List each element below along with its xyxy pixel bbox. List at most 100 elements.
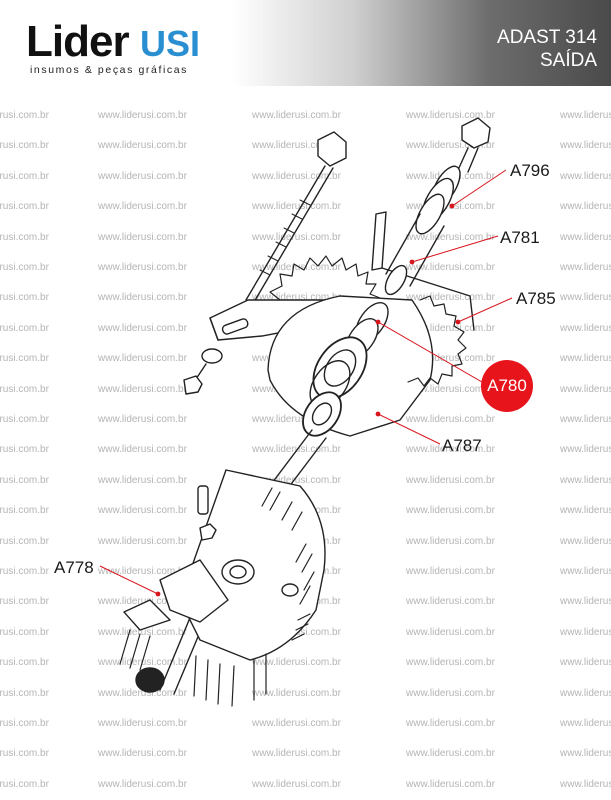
watermark-text: www.liderusi.com.br [0, 170, 49, 182]
watermark-text: www.liderusi.com.br [560, 140, 611, 152]
watermark-text: www.liderusi.com.br [98, 626, 187, 638]
watermark-text: www.liderusi.com.br [252, 170, 341, 182]
watermark-text: www.liderusi.com.br [406, 474, 495, 486]
watermark-text: www.liderusi.com.br [0, 778, 49, 790]
callout-a787: A787 [442, 436, 482, 455]
logo-tagline: insumos & peças gráficas [30, 64, 189, 76]
watermark-text: www.liderusi.com.br [406, 596, 495, 608]
logo-accent-text: USI [140, 23, 201, 64]
exploded-parts-diagram [99, 117, 513, 707]
watermark-text: www.liderusi.com.br [98, 778, 187, 790]
watermark-text: www.liderusi.com.br [0, 657, 49, 669]
callout-a778: A778 [54, 558, 94, 577]
watermark-text: www.liderusi.com.br [98, 687, 187, 699]
watermark-text: www.liderusi.com.br [0, 383, 49, 395]
watermark-text: www.liderusi.com.br [252, 262, 341, 273]
upper-bearing-assembly [384, 165, 461, 296]
outer-sprocket [407, 295, 467, 387]
watermark-text: www.liderusi.com.br [560, 505, 611, 517]
watermark-text: www.liderusi.com.br [252, 778, 341, 790]
logo-main-text: Lider [26, 17, 130, 66]
page-header: Lider USI insumos & peças gráficas ADAST… [0, 0, 611, 86]
watermark-text: www.liderusi.com.br [560, 383, 611, 395]
watermark-text: www.liderusi.com.br [560, 414, 611, 425]
watermark-text: www.liderusi.com.br [406, 687, 495, 699]
watermark-text: www.liderusi.com.br [560, 474, 611, 486]
watermark-text: www.liderusi.com.br [560, 292, 611, 304]
watermark-text: www.liderusi.com.br [406, 444, 495, 456]
watermark-text: www.liderusi.com.br [0, 292, 49, 304]
watermark-text: www.liderusi.com.br [0, 110, 49, 121]
watermark-text: www.liderusi.com.br [252, 292, 341, 304]
watermark-text: www.liderusi.com.br [0, 474, 49, 486]
watermark-text: www.liderusi.com.br [0, 444, 49, 456]
watermark-text: www.liderusi.com.br [98, 201, 187, 213]
watermark-text: www.liderusi.com.br [0, 201, 49, 213]
watermark-text: www.liderusi.com.br [98, 718, 187, 729]
watermark-text: www.liderusi.com.br [0, 687, 49, 699]
watermark-text: www.liderusi.com.br [98, 262, 187, 273]
watermark-text: www.liderusi.com.br [252, 201, 341, 213]
chain-guard [371, 211, 475, 331]
watermark-text: www.liderusi.com.br [98, 353, 187, 365]
watermark-text: www.liderusi.com.br [0, 322, 49, 334]
watermark-text: www.liderusi.com.br [252, 748, 341, 760]
watermark-text: www.liderusi.com.br [252, 110, 341, 121]
watermark-text: www.liderusi.com.br [98, 748, 187, 760]
liderusi-logo: Lider USI insumos & peças gráficas [26, 20, 226, 80]
watermark-text: www.liderusi.com.br [560, 110, 611, 121]
callout-a785: A785 [516, 289, 556, 308]
upper-bolt [457, 117, 491, 173]
watermark-text: www.liderusi.com.br [0, 262, 49, 273]
watermark-text: www.liderusi.com.br [0, 626, 49, 638]
watermark-text: www.liderusi.com.br [98, 322, 187, 334]
watermark-text: www.liderusi.com.br [0, 414, 49, 425]
watermark-text: www.liderusi.com.br [560, 444, 611, 456]
watermark-text: www.liderusi.com.br [560, 535, 611, 547]
watermark-text: www.liderusi.com.br [406, 748, 495, 760]
watermark-text: www.liderusi.com.br [98, 292, 187, 304]
watermark-text: www.liderusi.com.br [0, 566, 49, 577]
watermark-text: www.liderusi.com.br [252, 231, 341, 243]
watermark-text: www.liderusi.com.br [406, 322, 495, 334]
watermark-text: www.liderusi.com.br [0, 596, 49, 608]
watermark-text: www.liderusi.com.br [406, 566, 495, 577]
watermark-text: www.liderusi.com.br [98, 505, 187, 517]
watermark-text: www.liderusi.com.br [406, 414, 495, 425]
watermark-text: www.liderusi.com.br [98, 110, 187, 121]
watermark-text: www.liderusi.com.br [560, 322, 611, 334]
small-fasteners [197, 485, 299, 597]
watermark-text: www.liderusi.com.br [406, 353, 495, 365]
watermark-text: www.liderusi.com.br [406, 505, 495, 517]
watermark-text: www.liderusi.com.br [98, 566, 187, 577]
long-bolt [245, 131, 347, 303]
watermark-text: www.liderusi.com.br [0, 353, 49, 365]
watermark-text: www.liderusi.com.br [406, 778, 495, 790]
watermark-text: www.liderusi.com.br [0, 505, 49, 517]
watermark-text: www.liderusi.com.br [406, 110, 495, 121]
watermark-text: www.liderusi.com.br [560, 718, 611, 729]
watermark-text: www.liderusi.com.br [252, 687, 341, 699]
watermark-text: www.liderusi.com.br [0, 718, 49, 729]
watermark-text: www.liderusi.com.br [98, 444, 187, 456]
watermark-text: www.liderusi.com.br [252, 414, 341, 425]
watermark-text: www.liderusi.com.br [560, 778, 611, 790]
callout-a796: A796 [510, 161, 550, 180]
watermark-text: www.liderusi.com.br [252, 140, 341, 152]
watermark-text: www.liderusi.com.br [406, 383, 495, 395]
cylinder-end [135, 667, 165, 693]
watermark-text: www.liderusi.com.br [406, 231, 495, 243]
page-title: ADAST 314 SAÍDA [497, 26, 597, 72]
lower-bearing [302, 391, 342, 437]
watermark-text: www.liderusi.com.br [406, 718, 495, 729]
cam-plate [123, 469, 326, 661]
watermark-text: www.liderusi.com.br [0, 748, 49, 760]
watermark-text: www.liderusi.com.br [98, 474, 187, 486]
hub-disc [221, 559, 255, 585]
watermark-text: www.liderusi.com.br [98, 535, 187, 547]
section-name: SAÍDA [539, 50, 597, 71]
callout-leaders [99, 169, 513, 595]
watermark-text: www.liderusi.com.br [406, 262, 495, 273]
watermark-text: www.liderusi.com.br [406, 292, 495, 304]
watermark-text: www.liderusi.com.br [98, 231, 187, 243]
